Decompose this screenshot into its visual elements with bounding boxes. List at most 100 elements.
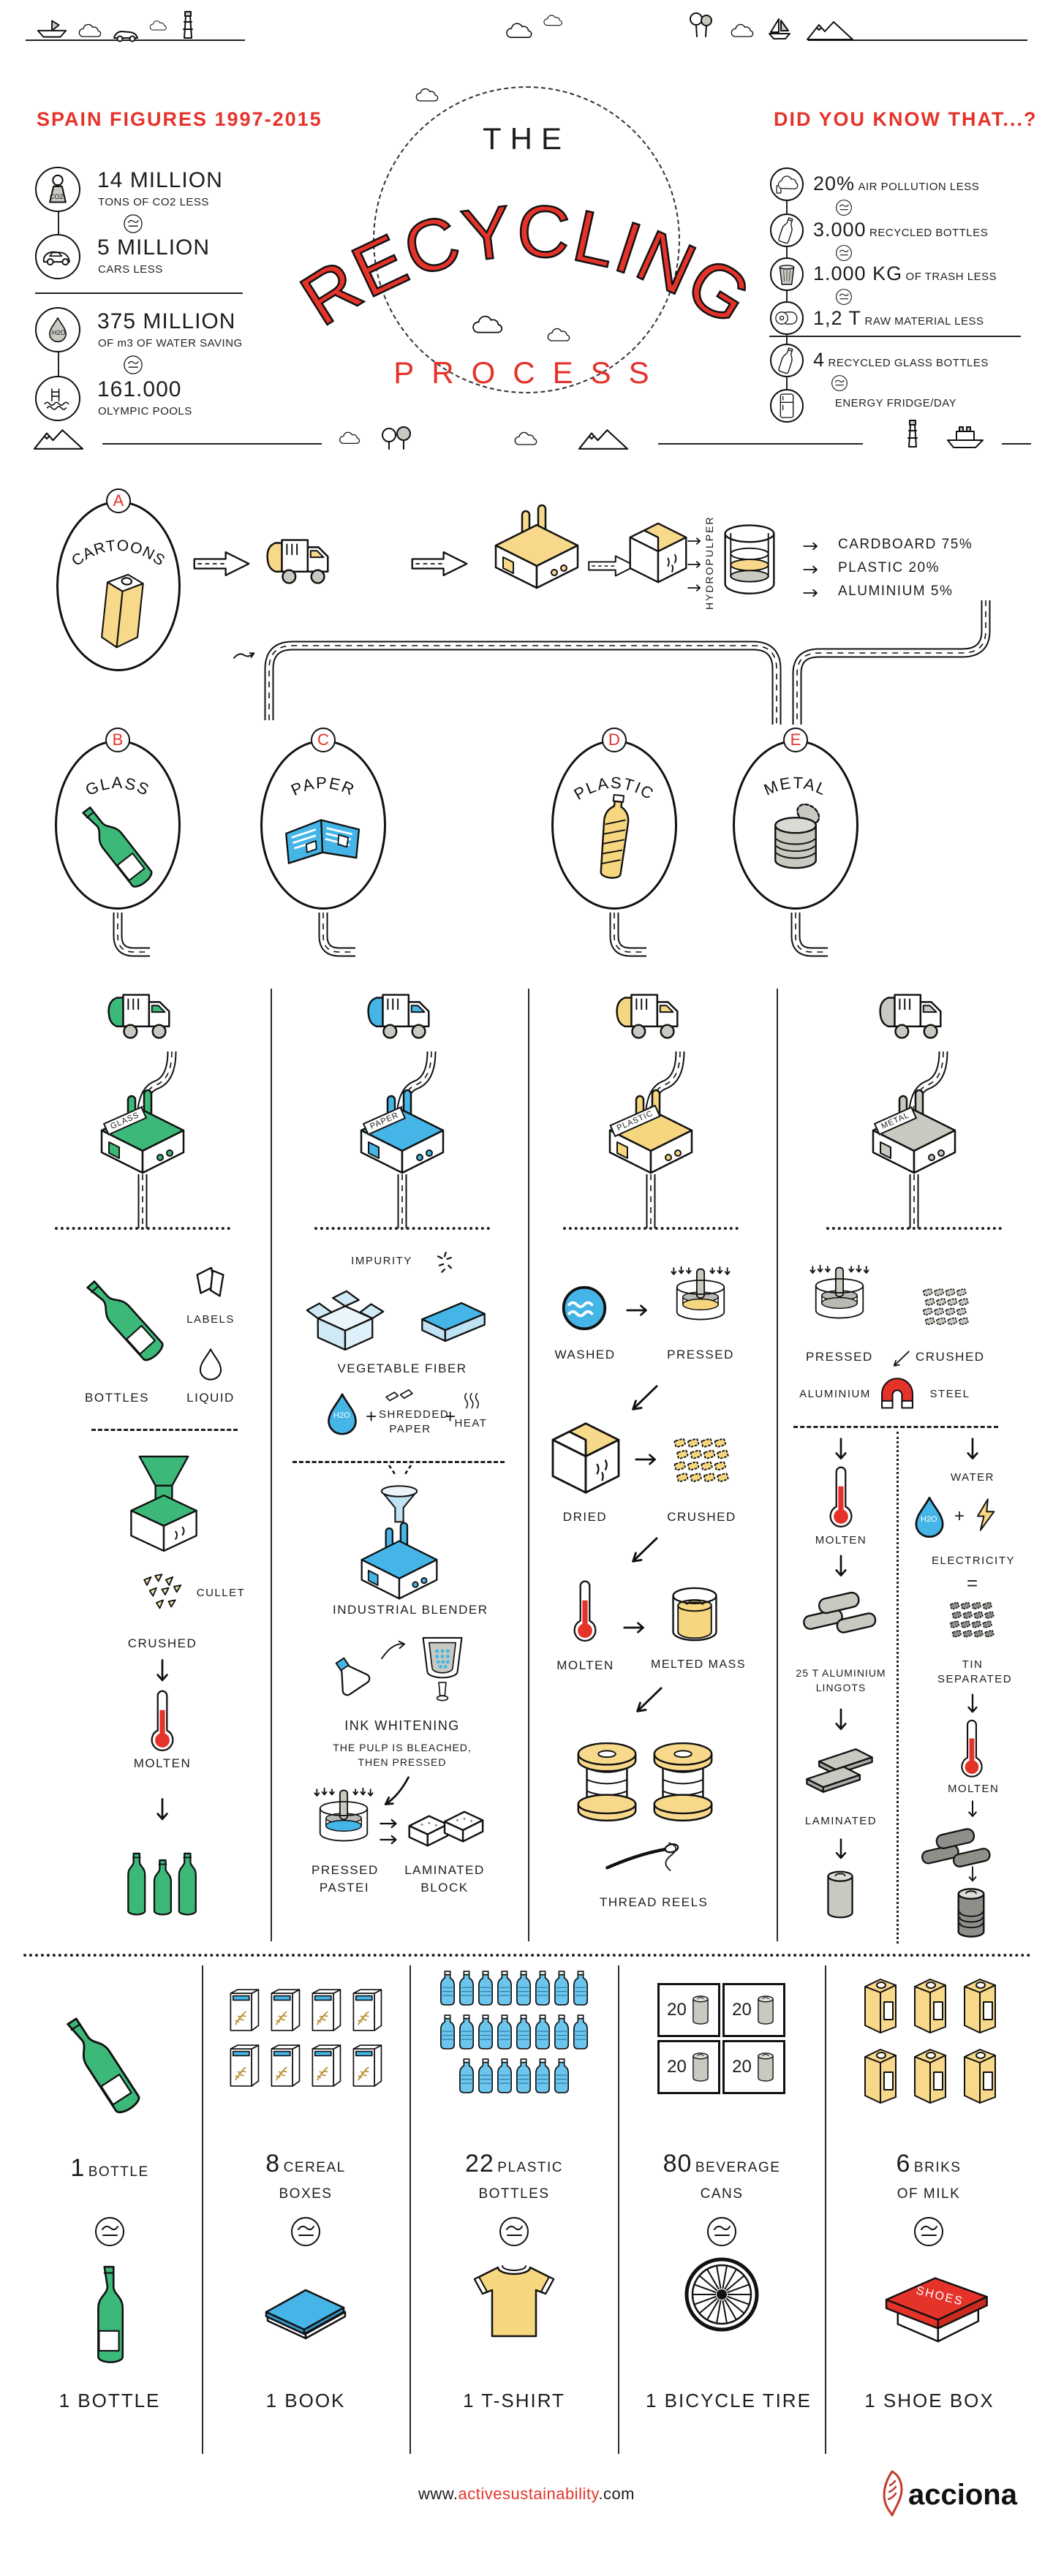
paper-truck-icon (364, 986, 440, 1047)
cereal-box-icon (267, 1986, 303, 2034)
h2o-label: H2O (52, 329, 66, 336)
factory-icon (491, 503, 582, 591)
plastic-bottle-icon (516, 2056, 532, 2096)
fact-label: AIR POLLUTION LESS (858, 181, 980, 193)
co2-weight-icon (43, 173, 72, 205)
down-arrow-icon (834, 1438, 848, 1462)
dried-bale-icon (547, 1419, 624, 1497)
press-icon (807, 1256, 872, 1334)
dotted-line (55, 1227, 230, 1230)
unit: BRIKS (913, 2160, 962, 2175)
liquid-label: LIQUID (186, 1391, 235, 1405)
approx-icon (123, 214, 143, 234)
cereal-box-icon (349, 2041, 385, 2090)
cloud-doodle-icon (541, 13, 566, 28)
down-arrow-icon (834, 1708, 848, 1733)
plastic-bottle-icon (554, 2056, 570, 2096)
crushed-label: CRUSHED (667, 1510, 736, 1524)
plastic-bottle-icon (458, 2012, 475, 2052)
bottle-row (439, 2012, 589, 2052)
cereal-box-row (226, 2041, 385, 2090)
thermometer-icon (959, 1718, 984, 1780)
title-process: PROCESS (393, 355, 667, 390)
equivalence-top-label2: OF MILK (897, 2186, 961, 2202)
air-pollution-stat (770, 167, 804, 201)
equivalence-result: 1 BICYCLE TIRE (646, 2390, 812, 2411)
equivalence-top-label: 80 BEVERAGE (654, 2150, 789, 2178)
cloud-doodle-icon (512, 430, 541, 447)
plastic-bottle-icon (478, 2056, 494, 2096)
column-separator (777, 989, 778, 1941)
approx-icon (123, 355, 143, 375)
metal-truck-icon (876, 986, 952, 1047)
ink-whitening-label: INK WHITENING (344, 1718, 460, 1733)
crushed-label: CRUSHED (916, 1350, 985, 1364)
cullet-label: CULLET (196, 1587, 246, 1599)
output-cardboard: CARDBOARD 75% (838, 537, 973, 552)
cans-count: 20 (732, 2000, 752, 2020)
count: 1 (70, 2154, 86, 2182)
stat-label: TONS OF CO2 LESS (98, 196, 209, 208)
paper-arc-title: PAPER (288, 774, 357, 799)
balloons-doodle-icon (687, 12, 714, 41)
url-highlight: activesustainability (458, 2485, 599, 2503)
arrow-icon (379, 1834, 399, 1846)
cans-box: 20 (657, 2040, 720, 2094)
trash-can-icon (776, 262, 798, 287)
approx-icon (290, 2216, 322, 2248)
lingots-label1: 25 T ALUMINIUM (796, 1667, 886, 1679)
thermometer-icon (572, 1578, 598, 1645)
plus-sign: + (954, 1506, 965, 1526)
labels-label: LABELS (186, 1313, 235, 1326)
shredded-label: SHREDDED (379, 1408, 450, 1421)
arrow-icon (803, 564, 819, 575)
did-you-know-title: DID YOU KNOW THAT...? (774, 108, 1038, 130)
badge-b: B (105, 728, 130, 752)
road-vertical (137, 1174, 148, 1228)
raw-material-roll-icon (774, 310, 799, 326)
plus-sign: + (366, 1405, 377, 1427)
garbage-truck-icon (263, 531, 339, 592)
equivalence-top-label: 22 PLASTIC (446, 2150, 582, 2178)
plastic-bottle-icon (590, 791, 638, 888)
down-arrow-icon (834, 1555, 848, 1579)
svg-text:METAL: METAL (761, 774, 830, 799)
converging-dashes-icon (383, 1464, 417, 1478)
mountains-doodle-icon (804, 19, 856, 41)
road-vertical (397, 1174, 407, 1228)
down-arrow-icon (967, 1866, 978, 1884)
fridge-icon (779, 393, 795, 419)
plastic-bottle-icon (497, 2012, 513, 2052)
border-line (1002, 443, 1031, 445)
arrow-icon (687, 559, 702, 570)
laminated-sheets-icon (801, 1740, 878, 1800)
equivalence-top-label2: CANS (700, 2186, 744, 2202)
fact-row: 4 RECYCLED GLASS BOTTLES (813, 349, 989, 371)
connector-line (58, 351, 59, 376)
laminated-blocks-icon (404, 1806, 486, 1851)
squiggle-arrow-icon (233, 649, 259, 664)
h2o-label: H2O (921, 1515, 937, 1524)
cereal-box-icon (308, 1986, 344, 2034)
curved-arrow-icon (379, 1774, 412, 1810)
tin-label2: SEPARATED (937, 1673, 1013, 1685)
fact-value: 4 (813, 349, 826, 371)
count: 6 (896, 2150, 911, 2177)
h2o-label: H2O (333, 1411, 350, 1420)
approx-icon (831, 374, 848, 392)
diagonal-arrow-icon (626, 1536, 660, 1566)
website-url[interactable]: www.activesustainability.com (380, 2485, 673, 2504)
washed-icon (560, 1284, 608, 1332)
needle-icon (604, 1835, 686, 1881)
flow-arrow-icon (410, 548, 469, 579)
pool-icon (42, 386, 73, 411)
steel-label: STEEL (929, 1388, 970, 1400)
stat-label: OLYMPIC POOLS (98, 405, 192, 418)
flask-icon (318, 1644, 382, 1708)
equivalence-result: 1 SHOE BOX (864, 2390, 994, 2411)
molten-label: MOLTEN (815, 1534, 867, 1546)
tin-label1: TIN (962, 1658, 984, 1671)
cereal-box-icon (226, 1986, 263, 2034)
trash-stat (770, 257, 804, 291)
plastic-bottle-icon (554, 1968, 570, 2008)
